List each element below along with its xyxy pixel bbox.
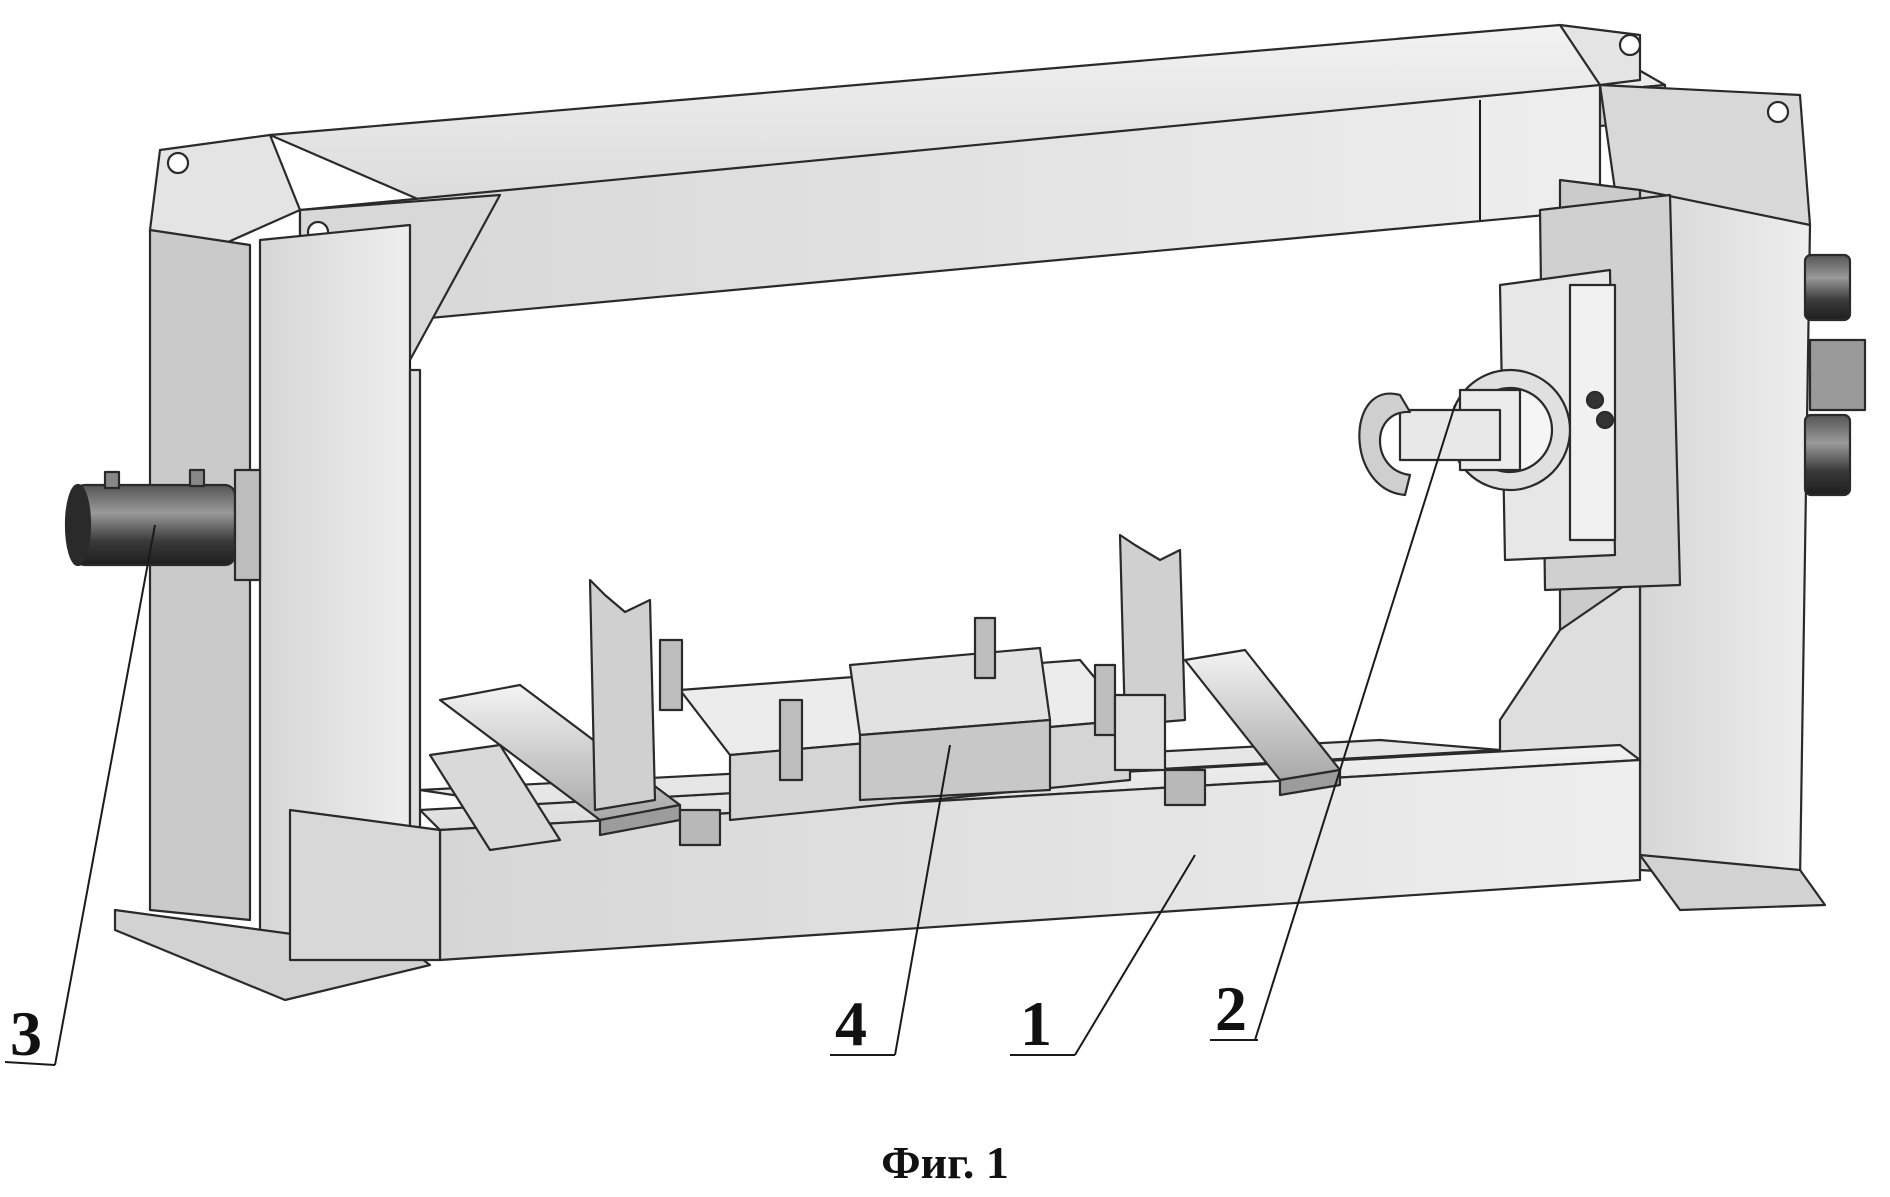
right-clamp-assembly [1358,193,1867,592]
figure-caption: Фиг. 1 [881,1137,1009,1188]
callout-labels: 3 4 1 2 [10,973,1247,1069]
callout-1: 1 [1020,988,1052,1059]
leader-line-1 [1074,854,1196,1056]
left-hydraulic-cylinder [64,468,262,582]
leader-line-2 [1254,404,1456,1041]
machine-frame [113,23,1827,1002]
leader-lines [4,404,1456,1066]
transfer-carriage [428,533,1342,852]
callout-2: 2 [1215,973,1247,1044]
leader-line-3 [54,524,156,1066]
callout-3: 3 [10,998,42,1069]
leader-line-4 [894,744,951,1056]
callout-4: 4 [835,988,867,1059]
